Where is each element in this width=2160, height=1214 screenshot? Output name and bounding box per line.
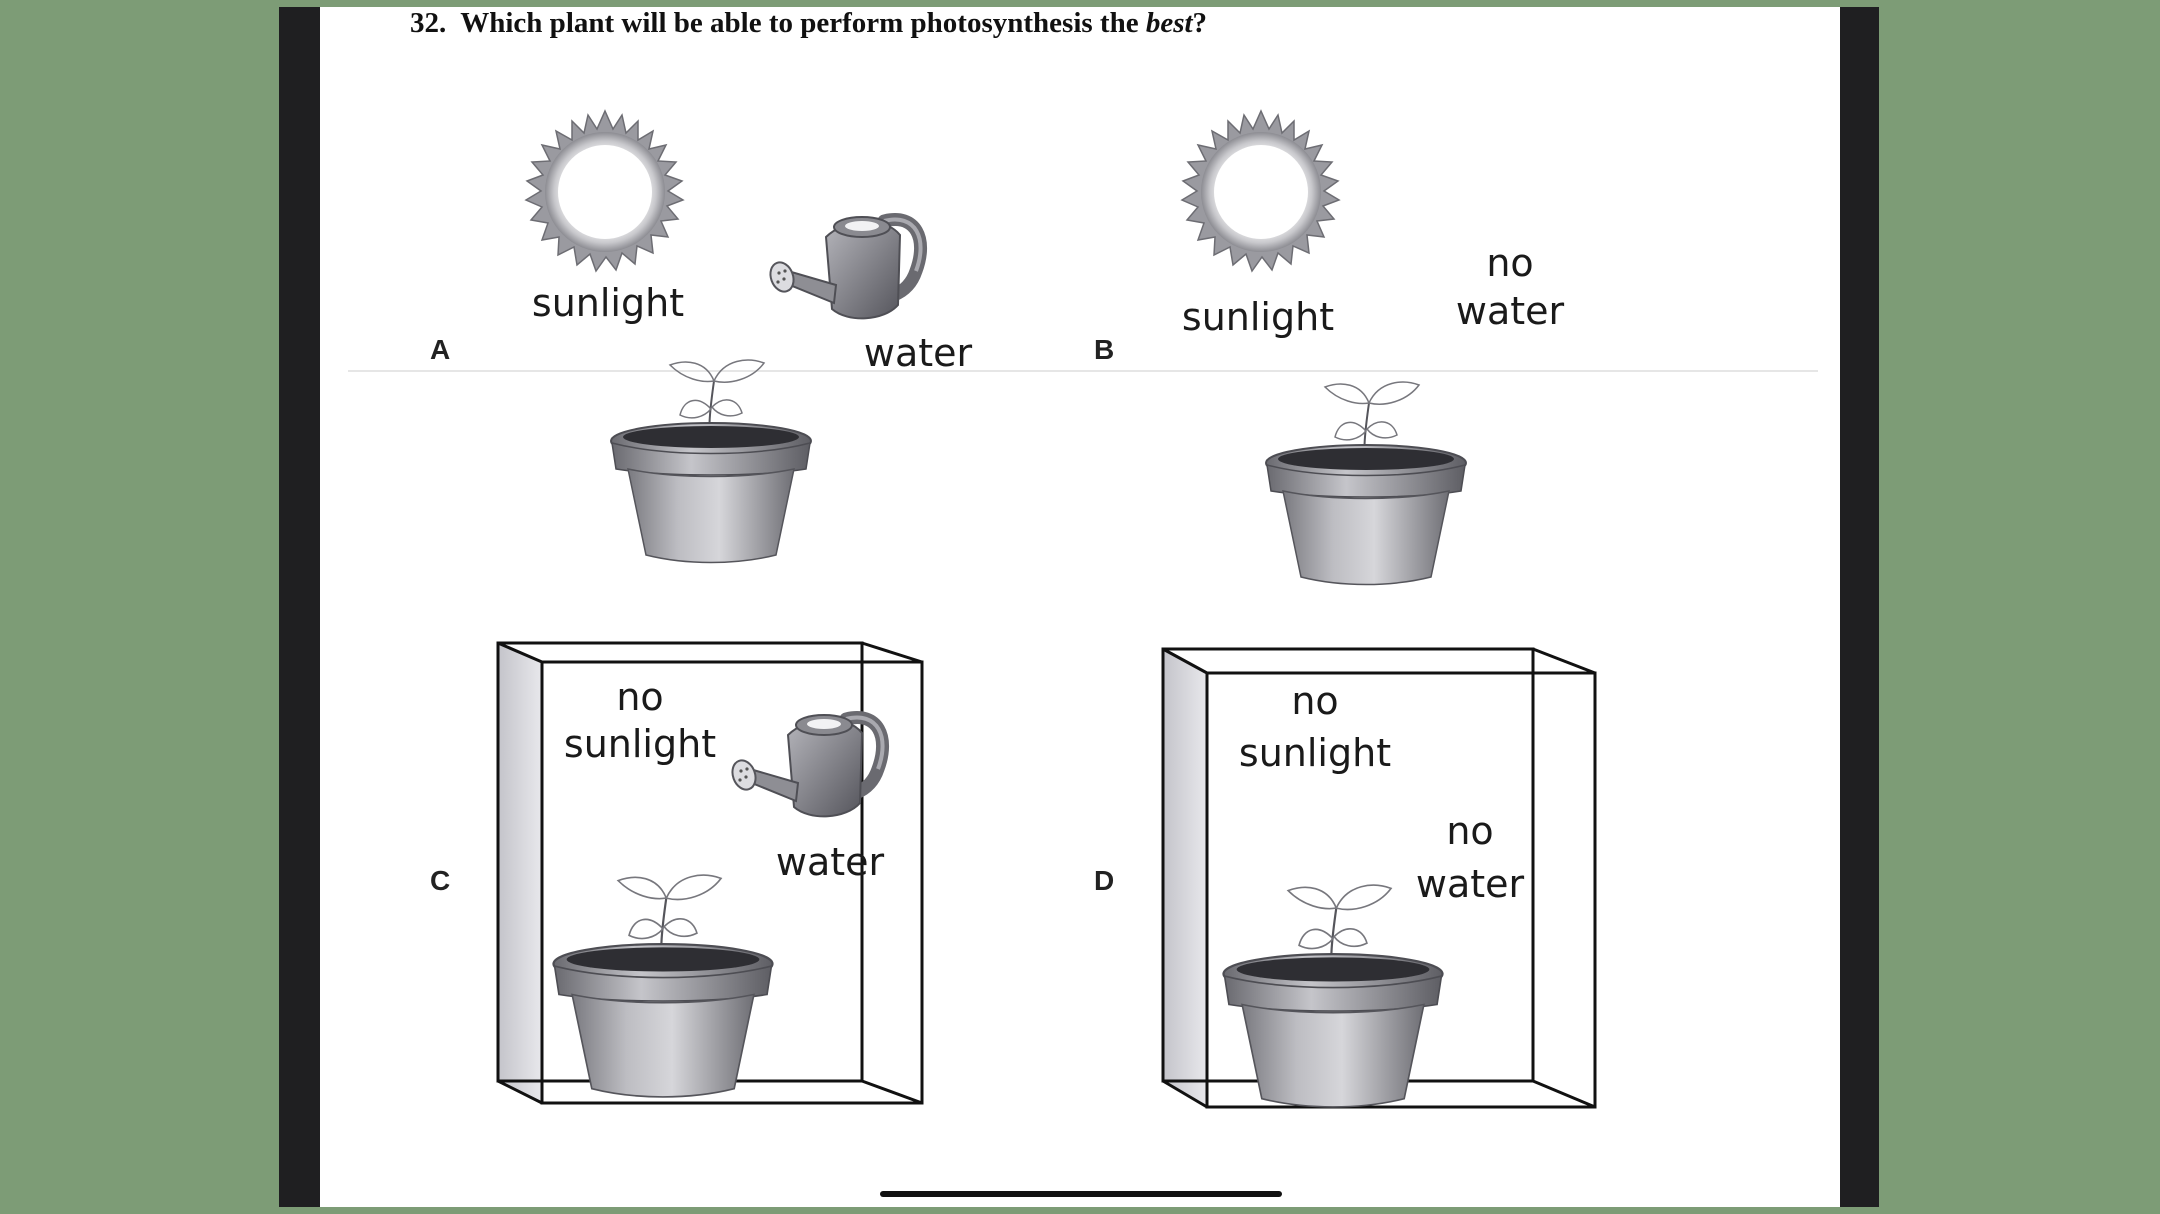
water-label: water [1415,862,1525,906]
potted-plant-icon [1261,373,1471,588]
watering-can-icon [728,697,898,827]
option-letter: D [1094,865,1115,896]
worksheet-page: 32. Which plant will be able to perform p… [320,7,1840,1207]
sunlight-label: sunlight [1238,731,1392,775]
watering-can-icon [766,199,936,329]
water-label: water [1455,289,1565,333]
potted-plant-icon [1218,875,1448,1111]
home-indicator-bar[interactable] [880,1191,1282,1197]
question-text-end: ? [1192,7,1208,39]
sunlight-label: sunlight [1181,295,1335,339]
water-label: water [863,331,973,375]
no-label: no [1291,679,1339,723]
no-label: no [1486,241,1534,285]
row-divider [348,370,1818,372]
question-prompt: 32. Which plant will be able to perform p… [410,7,1207,40]
no-label: no [1446,809,1494,853]
question-text: Which plant will be able to perform phot… [460,7,1146,39]
sun-icon [520,107,690,277]
sun-icon [1176,107,1346,277]
option-letter: A [430,334,451,365]
box-icon [496,641,924,1105]
potted-plant-icon [606,351,816,566]
question-emphasis: best [1145,7,1193,39]
sunlight-label: sunlight [563,722,717,766]
no-label: no [616,675,664,719]
question-number: 32. [410,7,447,39]
option-letter: C [430,865,451,896]
option-letter: B [1094,334,1115,365]
sunlight-label: sunlight [531,281,685,325]
water-label: water [775,840,885,884]
potted-plant-icon [548,865,778,1101]
